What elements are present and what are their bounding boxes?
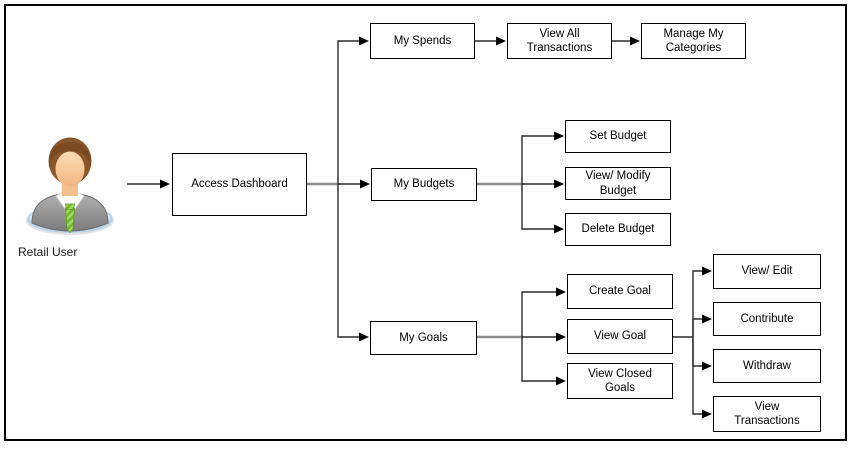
node-view-goal: View Goal [567, 319, 673, 354]
node-manage-my-categories: Manage My Categories [641, 23, 746, 59]
node-view-all-transactions: View All Transactions [507, 23, 612, 59]
node-delete-budget: Delete Budget [565, 213, 671, 246]
node-my-spends: My Spends [370, 23, 475, 59]
node-view-closed-goals: View Closed Goals [567, 363, 673, 399]
node-access-dashboard: Access Dashboard [172, 153, 307, 216]
node-view-transactions: View Transactions [713, 396, 821, 432]
actor-hair-fringe [48, 142, 92, 168]
node-my-goals: My Goals [370, 321, 477, 355]
node-view-modify-budget: View/ Modify Budget [565, 167, 671, 200]
retail-user-label: Retail User [18, 245, 78, 259]
actor-face [55, 151, 85, 187]
actor-tie [65, 207, 75, 234]
retail-user-icon [26, 137, 114, 235]
node-view-edit: View/ Edit [713, 254, 821, 289]
node-set-budget: Set Budget [565, 120, 671, 153]
node-contribute: Contribute [713, 302, 821, 336]
diagram-border [4, 4, 847, 441]
actor-tie-knot [65, 203, 75, 210]
node-withdraw: Withdraw [713, 349, 821, 383]
node-my-budgets: My Budgets [371, 168, 477, 201]
node-create-goal: Create Goal [567, 274, 673, 309]
